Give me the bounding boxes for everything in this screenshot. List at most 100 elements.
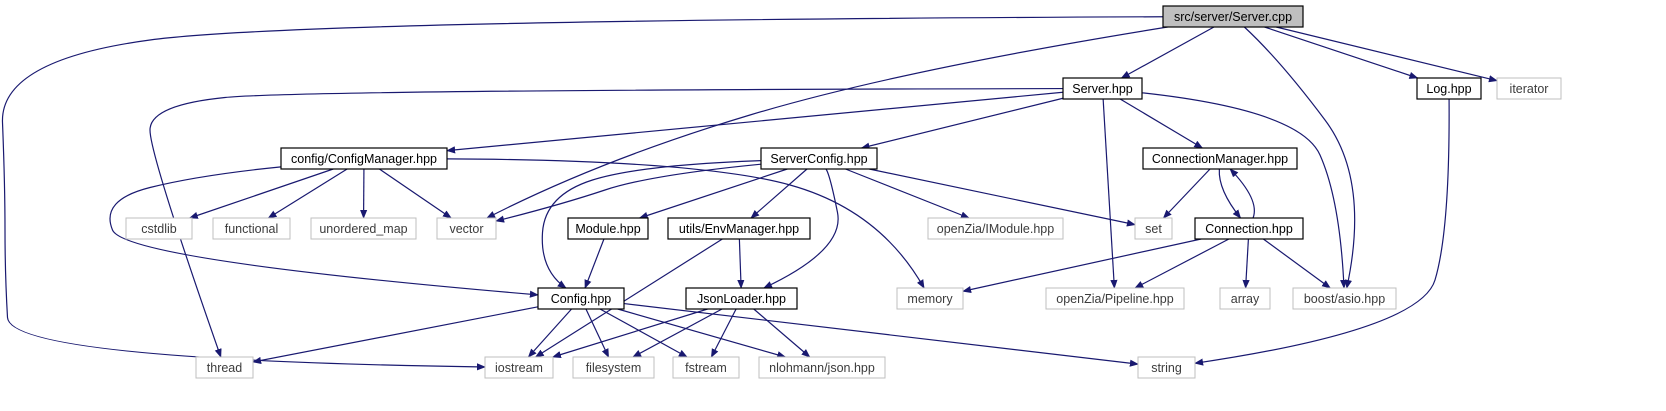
node-box [537,287,625,310]
node-label: cstdlib [141,222,176,236]
node-box [212,217,291,240]
node-server-config[interactable]: ServerConfig.hpp [760,147,878,170]
node-label: Config.hpp [551,292,612,306]
edge-config_hpp-to-fstream [599,308,688,358]
node-label: string [1151,361,1182,375]
node-memory: memory [896,287,964,310]
edge-connection_hpp-to-boost_asio [1262,238,1331,289]
edge-connection_manager-to-set [1162,168,1211,219]
node-label: vector [449,222,483,236]
node-log-hpp[interactable]: Log.hpp [1416,77,1482,100]
edge-server_config-to-module_hpp [638,168,788,219]
node-pipeline: openZia/Pipeline.hpp [1045,287,1185,310]
node-box [436,217,497,240]
node-label: functional [225,222,279,236]
edge-config_manager-to-cstdlib [188,168,334,219]
node-label: boost/asio.hpp [1304,292,1385,306]
node-json-loader[interactable]: JsonLoader.hpp [685,287,798,310]
edge-server_hpp-to-pipeline [1102,98,1118,289]
edge-log_hpp-to-string [1194,98,1450,366]
node-box [927,217,1064,240]
edge-config_manager-to-vector [379,168,452,219]
node-box [310,217,417,240]
node-cstdlib: cstdlib [125,217,193,240]
edge-json_loader-to-fstream [710,308,737,358]
node-string: string [1137,356,1196,379]
node-label: ConnectionManager.hpp [1152,152,1288,166]
node-label: Module.hpp [575,222,640,236]
edge-config_manager-to-config_hpp [109,166,539,298]
node-box [125,217,193,240]
node-label: array [1231,292,1260,306]
node-box [1062,77,1143,100]
edge-server_cpp-to-iostream [1,16,1164,371]
edge-env_manager-to-iostream [534,238,723,358]
node-box [1045,287,1185,310]
node-iterator: iterator [1496,77,1562,100]
node-thread: thread [195,356,254,379]
node-connection-hpp[interactable]: Connection.hpp [1194,217,1304,240]
edge-config_manager-to-functional [267,168,348,219]
edge-connection_hpp-to-array [1242,238,1250,289]
edge-server_hpp-to-connection_manager [1119,98,1204,149]
edge-connection_manager-to-connection_hpp [1218,168,1242,219]
edge-server_cpp-to-vector [486,26,1168,219]
node-box [685,287,798,310]
edge-server_config-to-vector [495,163,762,223]
edge-connection_hpp-to-pipeline [1134,238,1230,289]
edge-server_hpp-to-boost_asio [1141,92,1348,289]
node-label: src/server/Server.cpp [1174,10,1292,24]
edge-json_loader-to-iostream [551,308,708,359]
edge-server_hpp-to-config_manager [446,91,1064,154]
node-label: openZia/IModule.hpp [937,222,1054,236]
edge-server_cpp-to-log_hpp [1264,26,1419,79]
node-label: fstream [685,361,727,375]
node-unordered-map: unordered_map [310,217,417,240]
edge-server_config-to-set [869,168,1136,227]
node-server-hpp[interactable]: Server.hpp [1062,77,1143,100]
node-iostream: iostream [484,356,554,379]
node-connection-manager[interactable]: ConnectionManager.hpp [1142,147,1298,170]
node-box [1162,5,1304,28]
node-label: thread [207,361,242,375]
node-nlohmann-json: nlohmann/json.hpp [758,356,886,379]
edge-server_cpp-to-server_hpp [1120,26,1215,79]
node-box [758,356,886,379]
node-config-manager[interactable]: config/ConfigManager.hpp [280,147,448,170]
node-box [1416,77,1482,100]
node-box [896,287,964,310]
edge-server_config-to-imodule [845,168,970,219]
node-label: nlohmann/json.hpp [769,361,875,375]
node-server-cpp[interactable]: src/server/Server.cpp [1162,5,1304,28]
node-config-hpp[interactable]: Config.hpp [537,287,625,310]
node-label: JsonLoader.hpp [697,292,786,306]
edge-server_cpp-to-iterator [1276,26,1498,83]
node-box [667,217,811,240]
node-box [1292,287,1397,310]
node-filesystem: filesystem [572,356,655,379]
edge-server_config-to-env_manager [750,168,808,219]
edge-module_hpp-to-config_hpp [584,238,605,289]
node-label: Server.hpp [1072,82,1133,96]
node-label: Log.hpp [1426,82,1471,96]
node-fstream: fstream [672,356,740,379]
edge-connection_hpp-to-connection_manager [1229,168,1255,219]
node-box [1142,147,1298,170]
edge-config_hpp-to-nlohmann_json [617,308,787,359]
node-set: set [1134,217,1173,240]
node-box [1194,217,1304,240]
node-label: iostream [495,361,543,375]
node-label: openZia/Pipeline.hpp [1056,292,1173,306]
edge-config_hpp-to-filesystem [585,308,610,358]
node-label: Connection.hpp [1205,222,1293,236]
node-imodule: openZia/IModule.hpp [927,217,1064,240]
node-boost-asio: boost/asio.hpp [1292,287,1397,310]
edge-server_hpp-to-thread [149,87,1064,358]
node-module-hpp[interactable]: Module.hpp [567,217,649,240]
node-array: array [1219,287,1271,310]
edge-config_hpp-to-iostream [527,308,573,358]
node-env-manager[interactable]: utils/EnvManager.hpp [667,217,811,240]
node-label: ServerConfig.hpp [770,152,867,166]
edges-layer [1,16,1498,371]
edge-server_config-to-config_hpp [541,160,762,289]
